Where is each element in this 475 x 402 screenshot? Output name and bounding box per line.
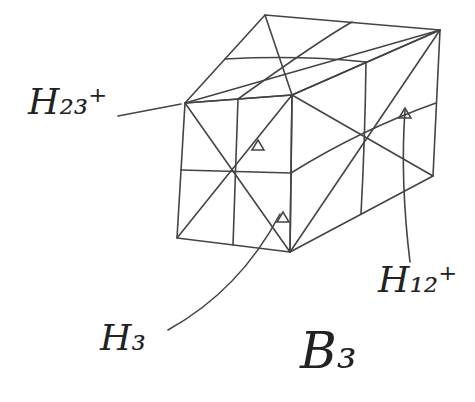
hyperplane-label: H₁₂⁺ [378,262,457,298]
hyperplane-label: H₂₃⁺ [28,84,107,120]
hyperplane-label: H₃ [100,320,146,356]
group-label: B₃ [300,326,357,376]
